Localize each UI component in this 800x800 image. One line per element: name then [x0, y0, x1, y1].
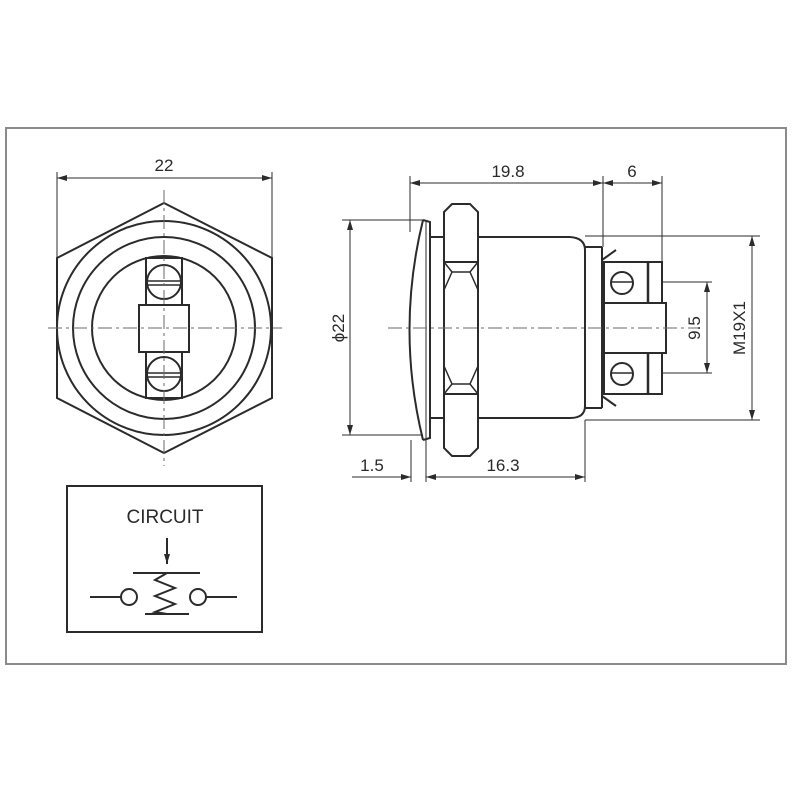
terminal-length-label: 6 [627, 162, 636, 181]
front-width-label: 22 [155, 156, 174, 175]
terminal-pitch-label: 9.5 [685, 316, 704, 340]
thread-label: M19X1 [730, 301, 749, 355]
diameter-label: ϕ22 [329, 314, 348, 342]
side-dimensions [342, 176, 760, 482]
overall-length-label: 19.8 [491, 162, 524, 181]
side-view [388, 203, 700, 457]
front-view [48, 172, 282, 466]
circuit-title: CIRCUIT [126, 507, 203, 528]
switch-symbol [90, 538, 237, 615]
circuit-box [66, 485, 263, 633]
bezel-thickness-label: 1.5 [360, 456, 384, 475]
drawing-frame [5, 127, 787, 665]
body-length-label: 16.3 [486, 456, 519, 475]
